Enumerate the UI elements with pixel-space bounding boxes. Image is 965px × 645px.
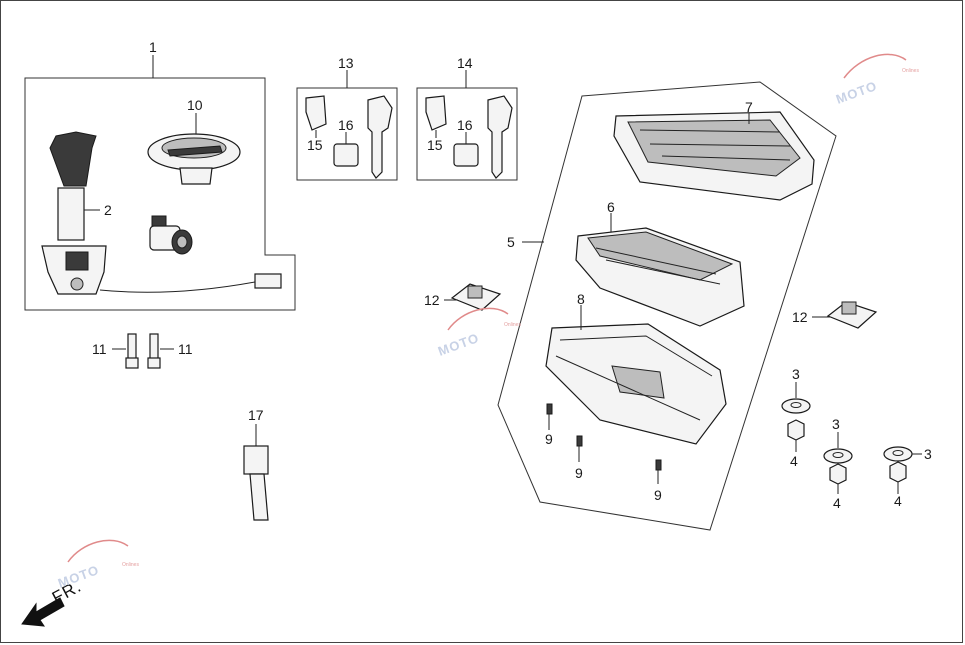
callout-3: 3 <box>792 366 800 382</box>
callout-9: 9 <box>545 431 553 447</box>
watermark-subtext: Onlines <box>122 562 139 568</box>
callout-12: 12 <box>792 309 808 325</box>
watermark-middle: MOTO Onlines <box>436 307 521 359</box>
fuel-cap <box>147 133 241 185</box>
callout-15: 15 <box>307 137 323 153</box>
callout-7: 7 <box>745 99 753 115</box>
meter-assembly-boundary <box>497 81 837 531</box>
callout-11: 11 <box>178 341 193 357</box>
callout-4: 4 <box>790 453 798 469</box>
callout-3: 3 <box>832 416 840 432</box>
meter-top-cover <box>613 111 815 201</box>
lock-set-boundary <box>24 77 296 311</box>
watermark-text: MOTO <box>834 78 879 107</box>
watermark-text: MOTO <box>436 330 481 359</box>
bolt-pair <box>112 333 174 369</box>
washer-nut-set <box>781 382 922 494</box>
lock-set-group <box>24 55 296 311</box>
callout-15: 15 <box>427 137 443 153</box>
callout-16: 16 <box>457 117 473 133</box>
callout-13: 13 <box>338 55 354 71</box>
callout-11: 11 <box>92 341 107 357</box>
callout-5: 5 <box>507 234 515 250</box>
clip-nut-right <box>812 301 878 329</box>
seat-lock-cylinder <box>149 215 193 255</box>
meter-assembly-group <box>497 81 837 531</box>
callout-1: 1 <box>149 39 157 55</box>
callout-4: 4 <box>894 493 902 509</box>
meter-lower-case <box>545 323 727 445</box>
callout-labels: 1 2 3 3 3 4 4 4 5 6 7 8 9 9 9 10 11 11 1… <box>92 39 932 511</box>
clip-nut-left <box>444 283 502 311</box>
watermark-subtext: Onlines <box>902 68 919 74</box>
watermark-bottom-left: MOTO Onlines <box>56 539 139 591</box>
callout-3: 3 <box>924 446 932 462</box>
screw-set <box>546 403 662 484</box>
ignition-switch <box>41 131 282 295</box>
callout-2: 2 <box>104 202 112 218</box>
callout-6: 6 <box>607 199 615 215</box>
wire-connector <box>243 424 269 521</box>
watermark-top-right: MOTO Onlines <box>834 53 919 107</box>
key-set-14 <box>416 70 518 181</box>
callout-16: 16 <box>338 117 354 133</box>
callout-9: 9 <box>575 465 583 481</box>
callout-10: 10 <box>187 97 203 113</box>
key-set-13 <box>296 70 398 181</box>
watermark-subtext: Onlines <box>504 322 521 328</box>
callout-14: 14 <box>457 55 473 71</box>
callout-8: 8 <box>577 291 585 307</box>
callout-4: 4 <box>833 495 841 511</box>
callout-9: 9 <box>654 487 662 503</box>
callout-12: 12 <box>424 292 440 308</box>
callout-17: 17 <box>248 407 264 423</box>
meter-unit <box>575 227 745 327</box>
